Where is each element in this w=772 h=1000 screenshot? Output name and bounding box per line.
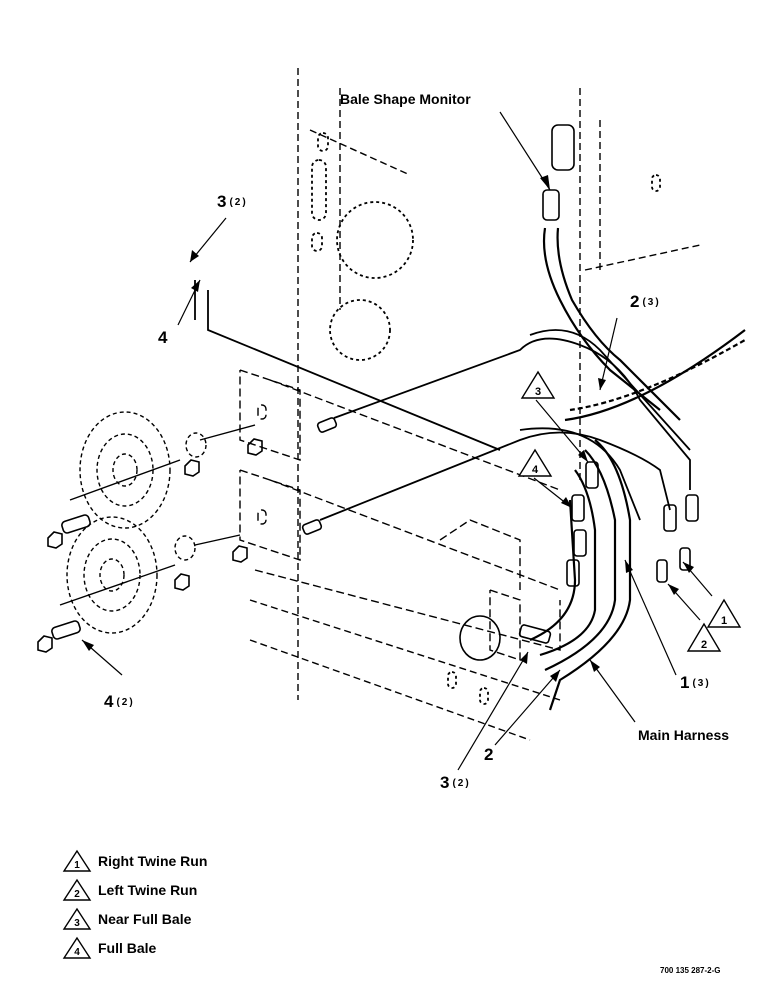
callout-4-bottom: 4(2) xyxy=(104,692,135,712)
legend-item-near-full-bale: 3 Near Full Bale xyxy=(62,904,207,933)
triangle-flag-icon: 1 xyxy=(62,849,92,872)
main-harness xyxy=(529,227,746,711)
callout-4-top-number: 4 xyxy=(158,328,168,347)
figure-id: 700 135 287-2-G xyxy=(660,966,721,975)
callout-3-bottom-qty: (2) xyxy=(452,778,471,789)
pulley-shafts xyxy=(59,424,256,606)
main-harness-label: Main Harness xyxy=(638,727,730,743)
callout-3-top-qty: (2) xyxy=(229,197,248,208)
triangle-flag-icon: 2 xyxy=(62,878,92,901)
callout-3-bottom-number: 3 xyxy=(440,773,450,792)
callout-2-bottom-number: 2 xyxy=(484,745,494,764)
flag-3-text: 3 xyxy=(535,386,541,398)
callout-3-top: 3(2) xyxy=(217,192,248,212)
legend-flag-3: 3 xyxy=(74,918,80,929)
frame-panel xyxy=(249,68,701,741)
leader-lines xyxy=(81,111,713,771)
panel-openings xyxy=(311,132,661,705)
pulley-lower xyxy=(66,516,196,634)
legend-flag-4: 4 xyxy=(74,947,80,958)
legend-item-left-twine-run: 2 Left Twine Run xyxy=(62,875,207,904)
callout-2-top: 2(3) xyxy=(630,292,661,312)
harness-connectors xyxy=(459,124,699,661)
sensor-cables xyxy=(194,280,691,521)
triangle-flag-icon: 4 xyxy=(62,936,92,959)
flag-2-marker: 2 xyxy=(686,622,722,652)
figure-flags: 3 4 1 2 xyxy=(517,370,742,652)
callout-4-bottom-qty: (2) xyxy=(116,697,135,708)
legend-item-right-twine-run: 1 Right Twine Run xyxy=(62,846,207,875)
callout-4-top: 4 xyxy=(158,328,167,348)
legend: 1 Right Twine Run 2 Left Twine Run 3 Nea… xyxy=(62,846,207,962)
arrowheads xyxy=(82,175,694,682)
callout-2-bottom: 2 xyxy=(484,745,493,765)
mounting-bracket xyxy=(239,369,561,661)
callout-2-top-qty: (3) xyxy=(642,297,661,308)
callout-3-bottom: 3(2) xyxy=(440,773,471,793)
flag-1-marker: 1 xyxy=(706,598,742,628)
callout-1-number: 1 xyxy=(680,673,690,692)
callout-2-top-number: 2 xyxy=(630,292,640,311)
bale-shape-monitor-label: Bale Shape Monitor xyxy=(340,91,471,107)
legend-label: Left Twine Run xyxy=(98,881,198,898)
flag-2-text: 2 xyxy=(701,639,707,651)
twine-sensors xyxy=(37,417,338,653)
legend-flag-1: 1 xyxy=(74,860,80,871)
legend-label: Near Full Bale xyxy=(98,910,192,927)
flag-4-text: 4 xyxy=(532,464,539,476)
flag-3-marker: 3 xyxy=(520,370,556,399)
triangle-flag-icon: 3 xyxy=(62,907,92,930)
callout-1: 1(3) xyxy=(680,673,711,693)
flag-4-marker: 4 xyxy=(517,448,553,477)
legend-flag-2: 2 xyxy=(74,889,80,900)
callout-1-qty: (3) xyxy=(692,678,711,689)
legend-label: Full Bale xyxy=(98,939,157,956)
callout-4-bottom-number: 4 xyxy=(104,692,114,711)
callout-3-top-number: 3 xyxy=(217,192,227,211)
flag-1-text: 1 xyxy=(721,615,727,627)
legend-label: Right Twine Run xyxy=(98,852,208,869)
legend-item-full-bale: 4 Full Bale xyxy=(62,933,207,962)
pulley-upper xyxy=(79,411,207,529)
